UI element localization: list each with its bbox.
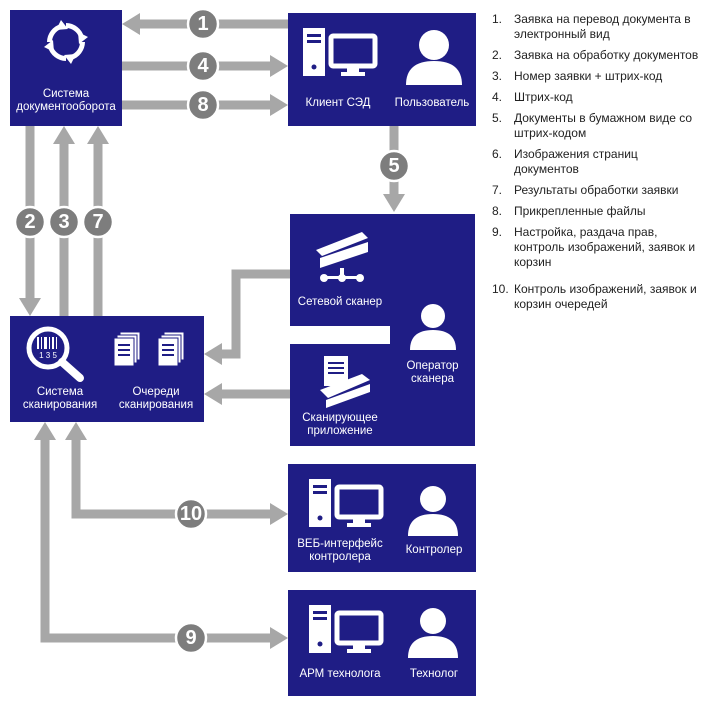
arrow-scan-app-to-scan-system <box>204 383 290 405</box>
user-icon <box>406 30 462 85</box>
legend: 1. Заявка на перевод документа в электрон… <box>492 12 701 318</box>
legend-item: 3. Номер заявки + штрих-код <box>492 69 701 84</box>
scan-operator-label: Оператор сканера <box>406 360 459 385</box>
legend-item-number: 6. <box>492 147 503 161</box>
network-scanner-icon <box>316 232 368 282</box>
legend-item-text: Заявка на обработку документов <box>514 48 699 62</box>
scan-operator-user-icon <box>410 304 456 350</box>
arrow-8-label: 8 <box>197 94 208 116</box>
arrow-1-label: 1 <box>197 13 208 35</box>
legend-item-number: 8. <box>492 204 503 218</box>
legend-item: 7. Результаты обработки заявки <box>492 183 701 198</box>
controller-label: Контролер <box>405 544 463 556</box>
scan-app-label: Сканирующее приложение <box>302 412 378 437</box>
arrow-2-label: 2 <box>24 211 35 233</box>
scanner-operator-box: Сетевой сканер Сканирующее приложение Оп… <box>290 214 475 446</box>
legend-item-text: Штрих-код <box>514 90 573 104</box>
legend-item: 1. Заявка на перевод документа в электрон… <box>492 12 701 42</box>
legend-item-number: 10. <box>492 282 509 296</box>
legend-item-text: Номер заявки + штрих-код <box>514 69 663 83</box>
legend-item-text: Контроль изображений, заявок и корзин оч… <box>514 282 697 311</box>
technologist-user-icon <box>408 608 458 658</box>
legend-item-number: 1. <box>492 12 503 26</box>
doc-system-box: Система документооборота <box>10 10 122 126</box>
arrow-4: 4 <box>122 49 288 83</box>
computer-icon <box>303 28 378 76</box>
arrow-10-label: 10 <box>180 503 202 525</box>
queue-documents-icon <box>114 331 185 367</box>
arrow-network-scanner-to-scan-system <box>204 269 290 365</box>
arrow-5: 5 <box>377 126 411 212</box>
arrow-9: 9 <box>34 422 288 655</box>
legend-item: 10. Контроль изображений, заявок и корзин… <box>492 282 701 312</box>
legend-item: 5. Документы в бумажном виде со штрих-код… <box>492 111 701 141</box>
legend-item: 8. Прикрепленные файлы <box>492 204 701 219</box>
legend-item-number: 7. <box>492 183 503 197</box>
barcode-digits: 1 3 5 <box>39 351 57 360</box>
legend-item-text: Настройка, раздача прав, контроль изобра… <box>514 225 696 269</box>
legend-item-text: Прикрепленные файлы <box>514 204 646 218</box>
sync-cycle-icon <box>44 20 88 64</box>
technologist-label: Технолог <box>409 668 459 680</box>
scan-system-label: Система сканирования <box>22 386 98 411</box>
arrow-4-label: 4 <box>197 55 209 77</box>
arm-computer-icon <box>309 605 384 653</box>
legend-item-text: Заявка на перевод документа в электронны… <box>514 12 691 41</box>
arrow-5-label: 5 <box>388 155 399 177</box>
arrow-10: 10 <box>65 422 288 531</box>
web-interface-label: ВЕБ-интерфейс контролера <box>297 538 383 563</box>
scanner-separator <box>290 326 390 344</box>
legend-item: 2. Заявка на обработку документов <box>492 48 701 63</box>
arrow-2: 2 <box>13 126 47 316</box>
web-computer-icon <box>309 479 384 527</box>
client-user-box: Клиент СЭД Пользователь <box>288 13 476 126</box>
barcode-search-icon: 1 3 5 <box>26 326 84 382</box>
legend-item-text: Изображения страниц документов <box>514 147 638 176</box>
legend-item-text: Документы в бумажном виде со штрих-кодом <box>514 111 693 140</box>
network-scanner-label: Сетевой сканер <box>297 296 383 308</box>
arrow-1: 1 <box>122 7 288 41</box>
technologist-box: АРМ технолога Технолог <box>288 590 476 696</box>
controller-box: ВЕБ-интерфейс контролера Контролер <box>288 464 476 572</box>
arrow-8: 8 <box>122 88 288 122</box>
arm-label: АРМ технолога <box>299 668 381 680</box>
controller-user-icon <box>408 486 458 536</box>
arrow-3-label: 3 <box>58 211 69 233</box>
legend-item-number: 4. <box>492 90 503 104</box>
arrow-7: 7 <box>81 126 115 316</box>
scan-app-icon <box>320 356 370 408</box>
legend-item-number: 3. <box>492 69 503 83</box>
legend-item-text: Результаты обработки заявки <box>514 183 679 197</box>
user-label: Пользователь <box>394 97 470 109</box>
legend-item: 9. Настройка, раздача прав, контроль изо… <box>492 225 701 270</box>
legend-item: 6. Изображения страниц документов <box>492 147 701 177</box>
scan-system-box: 1 3 5 Система сканирования Очереди скани… <box>10 316 204 422</box>
legend-item-number: 2. <box>492 48 503 62</box>
doc-system-label: Система документооборота <box>16 88 116 113</box>
legend-item-number: 5. <box>492 111 503 125</box>
arrow-3: 3 <box>47 126 81 316</box>
client-sed-label: Клиент СЭД <box>305 97 371 109</box>
arrow-7-label: 7 <box>92 211 103 233</box>
legend-item-number: 9. <box>492 225 503 239</box>
arrow-9-label: 9 <box>185 627 196 649</box>
legend-item: 4. Штрих-код <box>492 90 701 105</box>
scan-queues-label: Очереди сканирования <box>118 386 194 411</box>
